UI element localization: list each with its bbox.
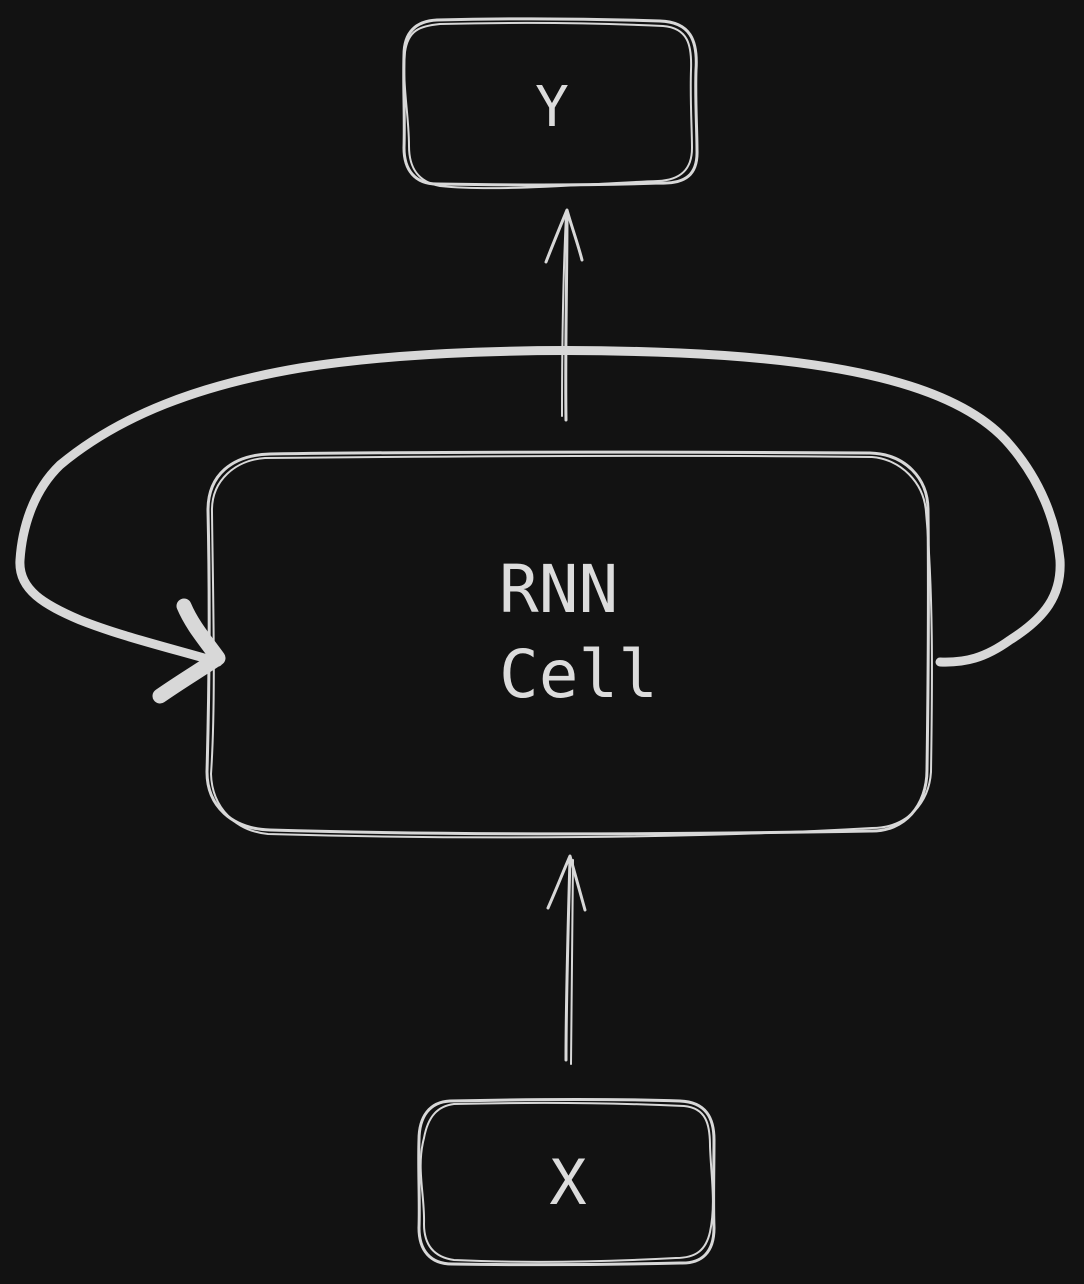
arrow-input-to-cell [546,854,587,1065]
output-node-label: Y [535,75,569,140]
arrow-head-up [544,208,584,264]
rnn-cell-label-line2: Cell [499,636,658,713]
output-node-border [402,17,699,187]
output-node-y: Y [402,17,699,190]
recurrent-loop-arrow [15,346,1065,704]
input-node-border-sketch [419,1101,714,1263]
input-node-label: X [549,1146,586,1219]
input-node-border [417,1098,716,1267]
arrow-cell-to-output [544,208,584,422]
arrow-head-up-lower [546,854,587,912]
input-node-x: X [417,1098,716,1267]
rnn-cell-border-sketch [210,454,933,839]
rnn-cell-label-line1: RNN [499,551,618,628]
loop-arrow-head [152,598,226,704]
output-node-border-sketch [403,21,693,190]
rnn-cell-node: RNN Cell [205,450,933,839]
rnn-cell-border [205,450,930,836]
